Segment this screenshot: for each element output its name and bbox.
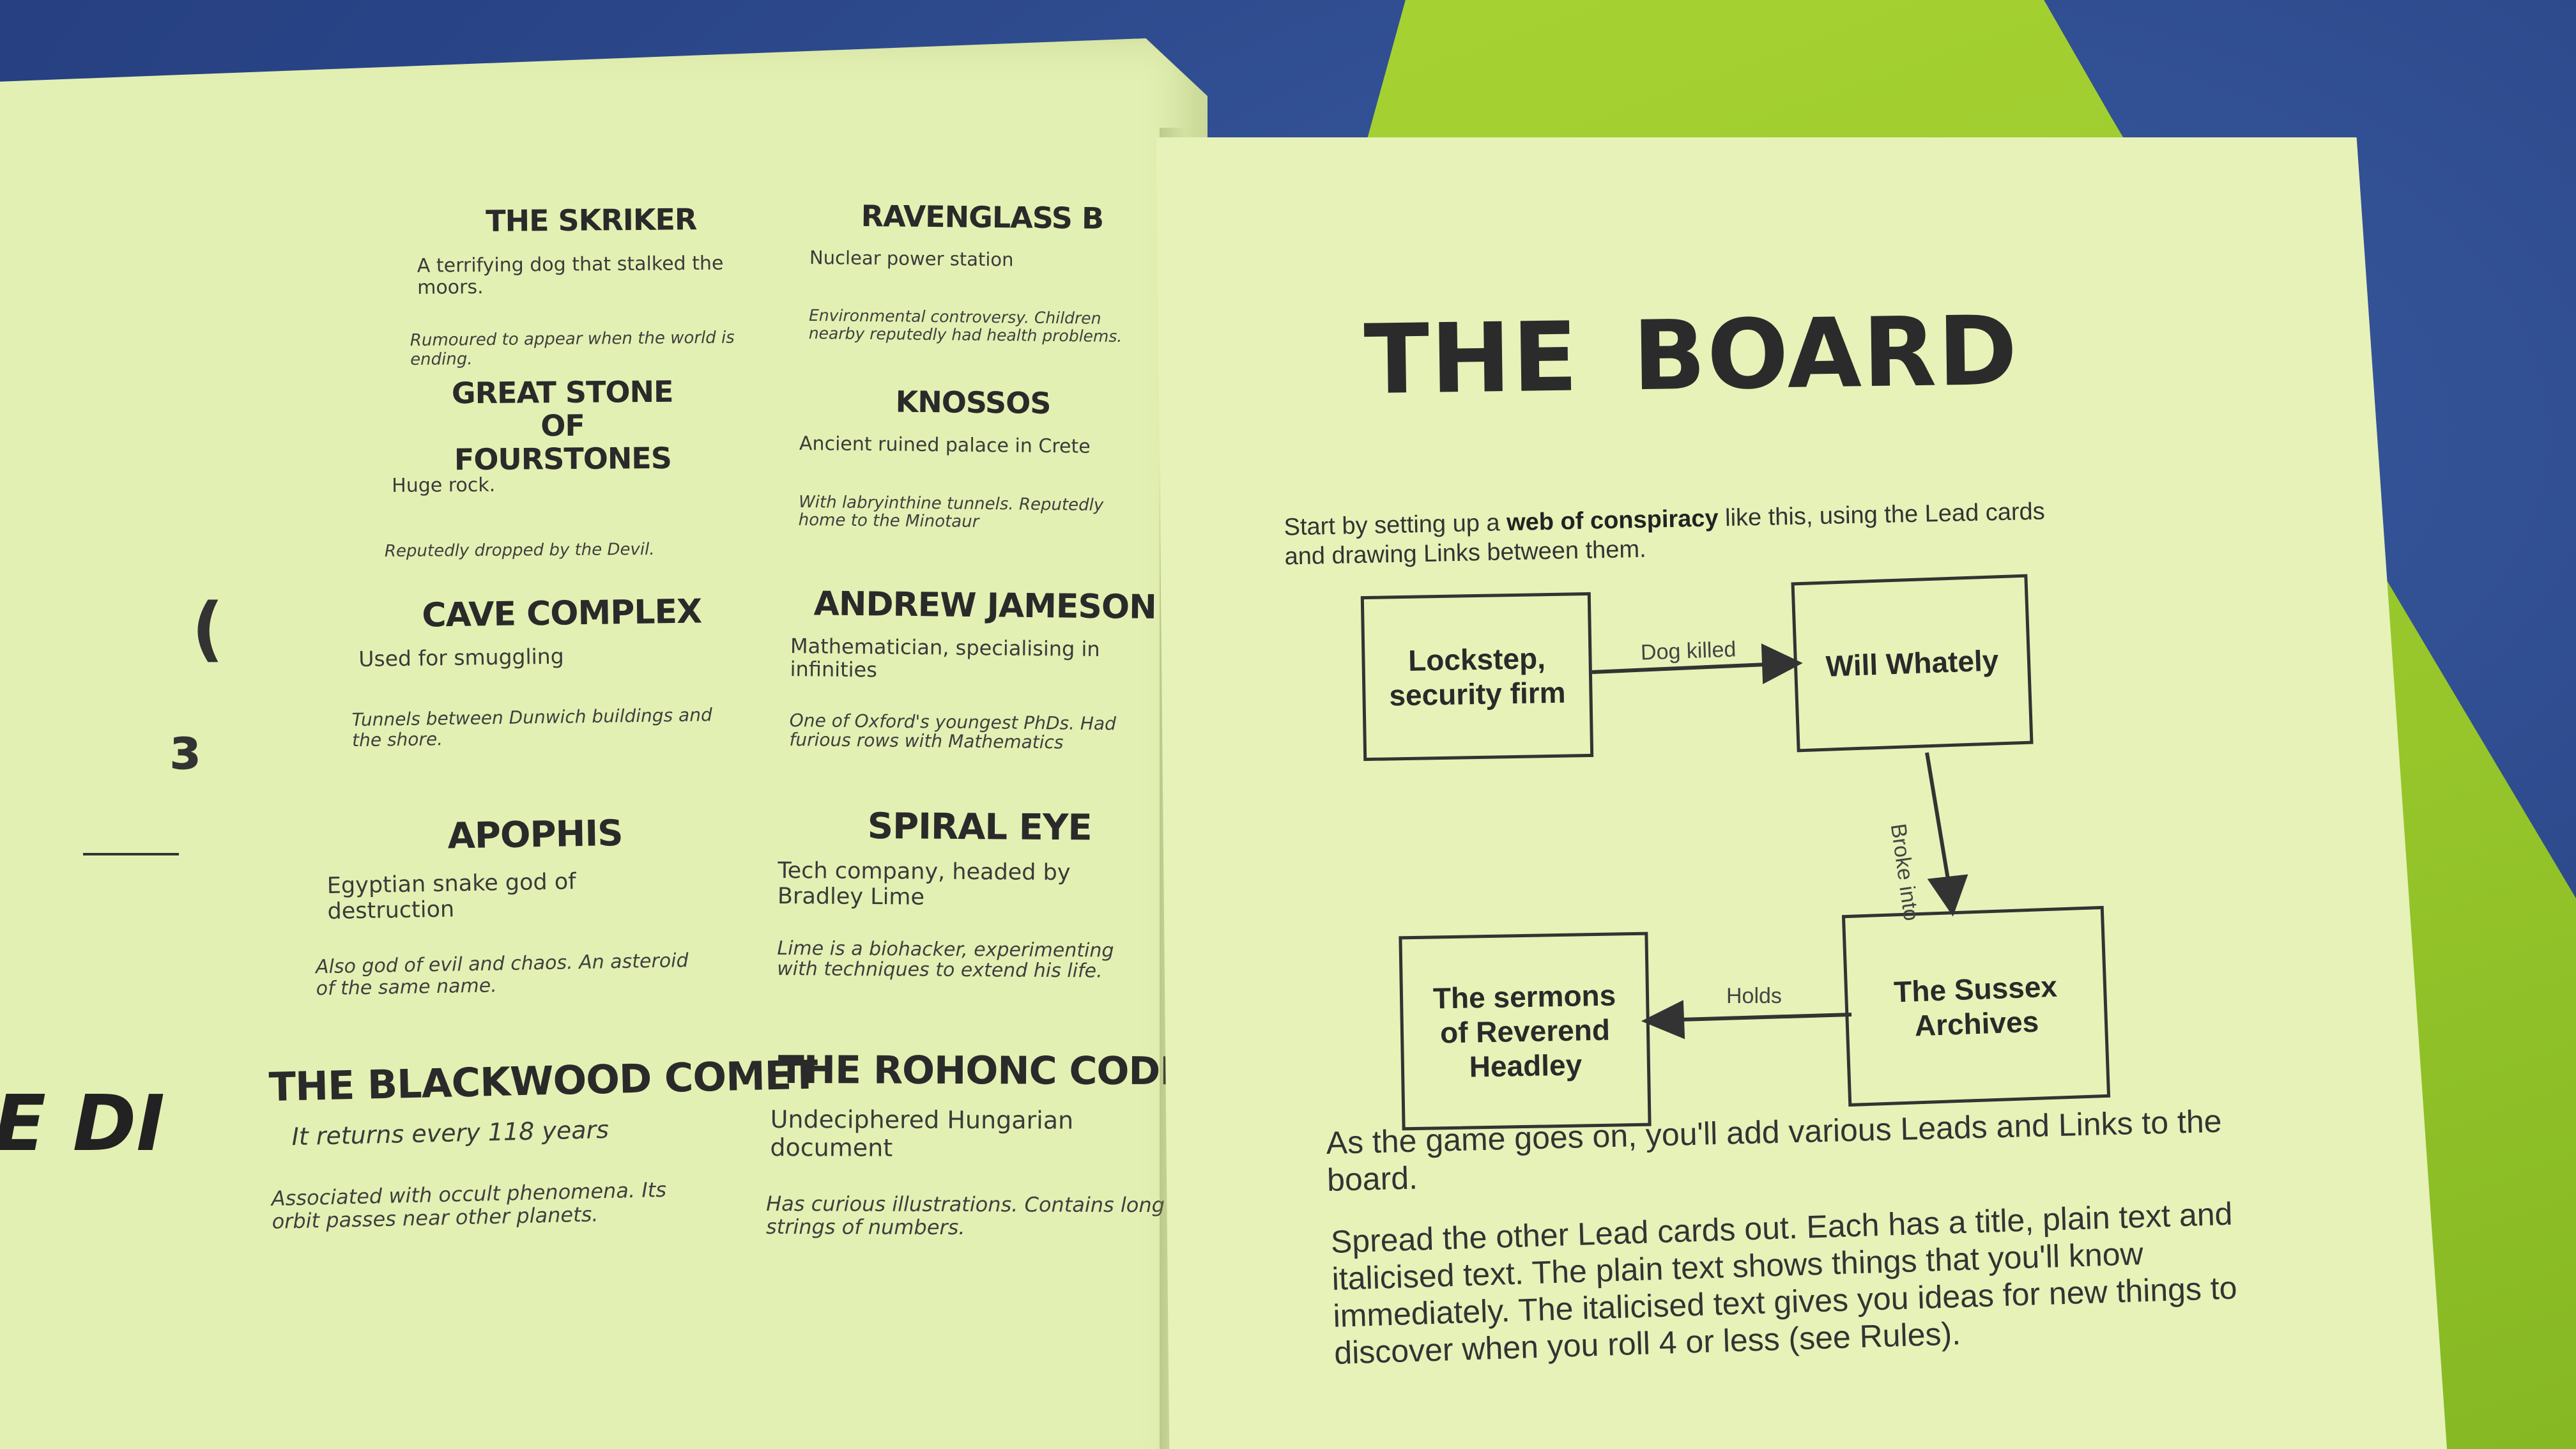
link-line-dog-killed [1591, 663, 1767, 674]
node-line: Archives [1913, 1004, 2039, 1043]
link-line-holds [1678, 1013, 1852, 1022]
arrowhead-broke-into [1927, 874, 1968, 917]
node-line: security firm [1388, 675, 1566, 712]
lead-cards-paragraph: Spread the other Lead cards out. Each ha… [1330, 1195, 2238, 1371]
arrowhead-dog-killed [1761, 643, 1803, 684]
edge-glyph-symbol: ɜ [169, 716, 201, 783]
edge-rule-line [83, 853, 179, 855]
lead-node-sussex-archives: The Sussex Archives [1841, 905, 2111, 1107]
edge-glyph-paren: ( [192, 588, 224, 670]
node-line: of Reverend [1439, 1013, 1611, 1050]
link-label-holds: Holds [1726, 984, 1782, 1008]
right-page [1156, 137, 2447, 1449]
link-label-dog-killed: Dog killed [1640, 637, 1736, 665]
cut-off-heading-fragment: E DI [0, 1080, 165, 1169]
node-line: Will Whately [1825, 643, 2000, 683]
left-page [0, 38, 1208, 1449]
node-line: The sermons [1432, 978, 1616, 1015]
node-line: The Sussex [1893, 969, 2058, 1009]
node-line: Lockstep, [1407, 641, 1546, 677]
lead-node-sermons: The sermons of Reverend Headley [1399, 931, 1652, 1131]
arrowhead-holds [1641, 1000, 1685, 1039]
link-line-broke-into [1925, 752, 1951, 884]
lead-node-will-whately: Will Whately [1791, 574, 2034, 753]
node-line: Headley [1469, 1048, 1583, 1084]
lead-node-lockstep: Lockstep, security firm [1360, 592, 1594, 762]
